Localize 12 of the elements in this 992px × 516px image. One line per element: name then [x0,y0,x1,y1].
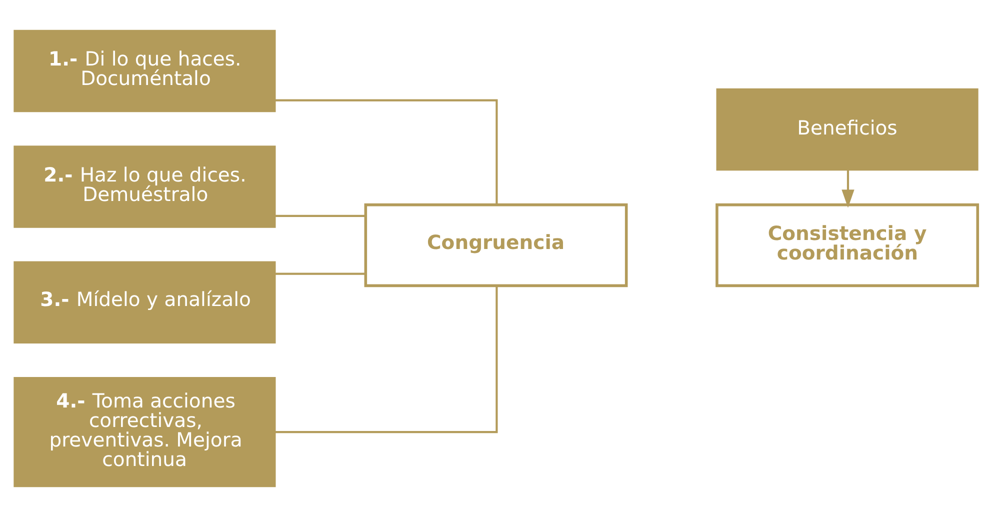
node-box: Congruencia [364,202,628,287]
node-box: 2.- Haz lo que dices. Demuéstralo [14,145,276,228]
node-box: 3.- Mídelo y analízalo [14,260,276,344]
arrow [842,170,854,208]
connector [275,285,498,433]
connector [276,214,366,217]
node-box: 1.- Di lo que haces. Documéntalo [14,29,276,112]
node-box: 4.- Toma acciones correctivas, preventivas. Mejora continua [14,376,276,487]
node-box: Beneficios [716,88,978,170]
connector [275,98,498,204]
node-box: Consistencia y coordinación [716,202,980,287]
connector [276,272,366,274]
